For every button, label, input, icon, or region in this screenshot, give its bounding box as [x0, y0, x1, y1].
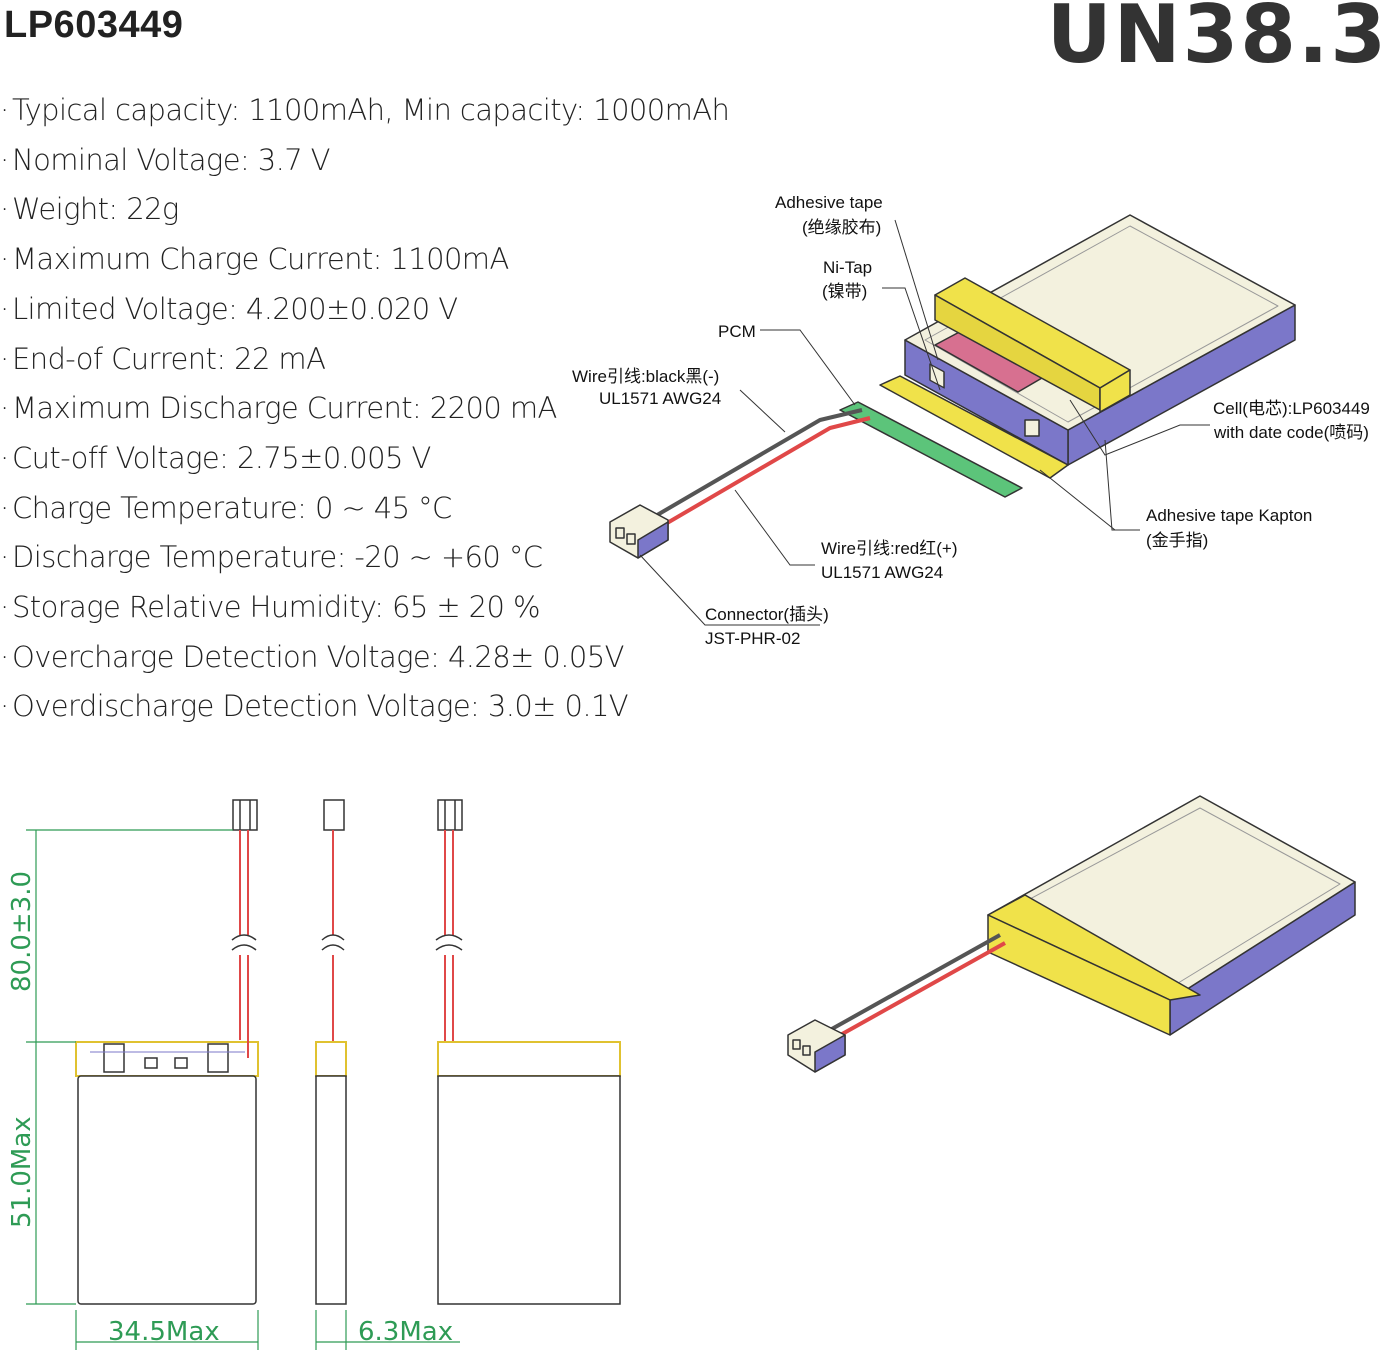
- dim-thickness: 6.3Max: [358, 1317, 453, 1347]
- label-ni-tap: Ni-Tap: [823, 258, 872, 277]
- spec-item: ·Storage Relative Humidity: 65 ± 20 %: [0, 590, 541, 625]
- page-title: LP603449: [4, 4, 184, 46]
- label-adhesive-tape: Adhesive tape: [775, 193, 883, 212]
- label-wire-red-spec: UL1571 AWG24: [821, 563, 943, 582]
- back-view: [435, 799, 621, 1305]
- assembled-wire-red: [834, 941, 1006, 1040]
- wire-red: [648, 416, 871, 535]
- spec-item: ·Cut-off Voltage: 2.75±0.005 V: [0, 440, 431, 475]
- label-adhesive-tape-cn: (绝缘胶布): [802, 218, 881, 237]
- front-view: [75, 799, 259, 1305]
- label-connector: Connector(插头): [705, 605, 829, 624]
- spec-item: ·Charge Temperature: 0 ~ 45 °C: [0, 490, 452, 525]
- spec-list: ·Typical capacity: 1100mAh, Min capacity…: [0, 86, 730, 732]
- spec-item: ·Discharge Temperature: -20 ~ +60 °C: [0, 540, 543, 575]
- spec-item: ·Overcharge Detection Voltage: 4.28± 0.0…: [0, 639, 624, 674]
- dim-height: 51.0Max: [7, 1116, 37, 1228]
- spec-item: ·Overdischarge Detection Voltage: 3.0± 0…: [0, 689, 629, 724]
- spec-item: ·Limited Voltage: 4.200±0.020 V: [0, 291, 458, 326]
- assembled-wire-black: [829, 933, 1001, 1032]
- dimension-lines: [26, 829, 460, 1350]
- label-pcm: PCM: [718, 322, 756, 341]
- spec-item: ·Maximum Discharge Current: 2200 mA: [0, 391, 557, 426]
- spec-item: ·Typical capacity: 1100mAh, Min capacity…: [0, 93, 730, 127]
- cell-top-inner: [924, 225, 1279, 423]
- spec-item: ·Maximum Charge Current: 1100mA: [0, 242, 509, 277]
- assembled-connector: [787, 1019, 846, 1073]
- label-kapton-cn: (金手指): [1146, 531, 1208, 550]
- kapton-strip: [879, 375, 1069, 479]
- label-cell: Cell(电芯):LP603449: [1213, 399, 1370, 418]
- label-connector-spec: JST-PHR-02: [705, 629, 800, 648]
- exploded-battery-view: [609, 214, 1296, 559]
- spec-item: ·Weight: 22g: [0, 192, 179, 227]
- connector-jst: [609, 504, 669, 559]
- assembled-battery-view: [787, 795, 1356, 1073]
- label-wire-black-spec: UL1571 AWG24: [599, 389, 721, 408]
- dim-width: 34.5Max: [108, 1317, 220, 1347]
- ni-tap-right: [1024, 419, 1040, 437]
- leader-lines: [639, 219, 1210, 626]
- wire-black: [638, 408, 863, 527]
- spec-item: ·End-of Current: 22 mA: [0, 341, 326, 376]
- dim-wire-length: 80.0±3.0: [7, 871, 37, 992]
- label-ni-tap-cn: (镍带): [822, 282, 867, 301]
- spec-item: ·Nominal Voltage: 3.7 V: [0, 142, 331, 177]
- label-wire-black: Wire引线:black黑(-): [572, 367, 719, 386]
- un38-3-badge: UN38.3: [1046, 0, 1388, 81]
- adhesive-tape-side: [1099, 369, 1131, 413]
- pcm-board: [839, 401, 1023, 498]
- label-kapton: Adhesive tape Kapton: [1146, 506, 1312, 525]
- label-cell-date: with date code(喷码): [1213, 423, 1369, 442]
- side-view: [315, 799, 347, 1305]
- label-wire-red: Wire引线:red红(+): [821, 539, 957, 558]
